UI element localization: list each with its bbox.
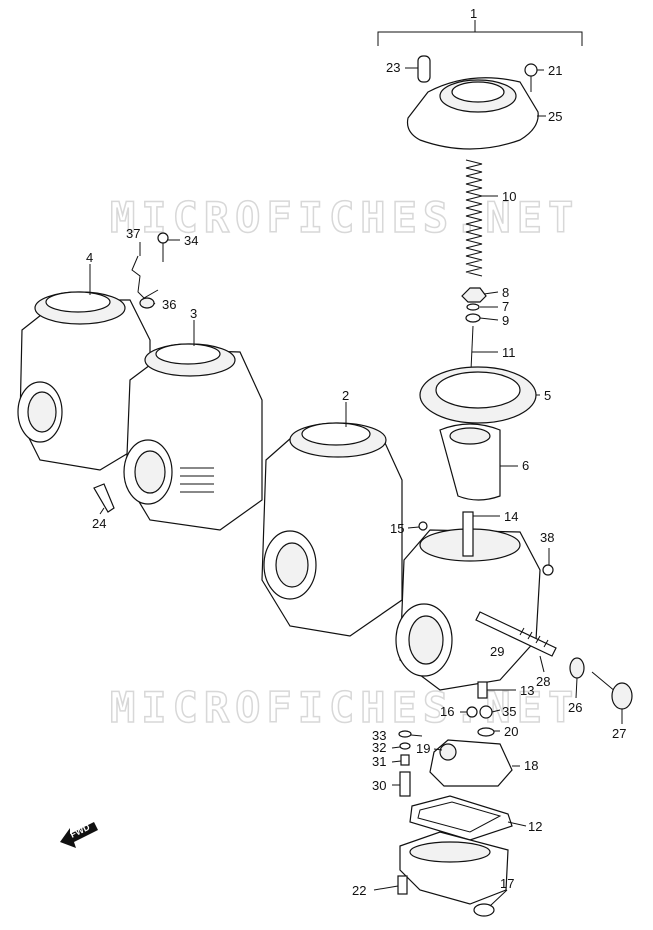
callout-18: 18 <box>524 758 538 773</box>
pilot-screw-30 <box>399 771 411 797</box>
washer-16 <box>466 706 478 718</box>
callout-25: 25 <box>548 109 562 124</box>
carburetor-1-body <box>395 528 541 691</box>
screw-15 <box>418 521 428 531</box>
fwd-arrow-icon: FWD <box>60 822 98 848</box>
float-18 <box>429 739 513 787</box>
bolt-38 <box>542 564 554 576</box>
callout-22: 22 <box>352 883 366 898</box>
carburetor-4 <box>17 291 151 471</box>
washer-32 <box>399 742 411 750</box>
callout-17: 17 <box>500 876 514 891</box>
screw-34 <box>157 232 169 262</box>
callout-36: 36 <box>162 297 176 312</box>
callout-35: 35 <box>502 704 516 719</box>
callout-4: 4 <box>86 250 93 265</box>
adjuster-knob-27 <box>591 671 633 710</box>
spring-31 <box>400 754 410 766</box>
washer-26 <box>569 657 585 679</box>
leader-lines <box>89 67 623 907</box>
carb-top-cap <box>406 77 539 150</box>
callout-37: 37 <box>126 226 140 241</box>
callout-21: 21 <box>548 63 562 78</box>
screw-22 <box>397 875 408 895</box>
callout-32: 32 <box>372 740 386 755</box>
callout-31: 31 <box>372 754 386 769</box>
callout-8: 8 <box>502 285 509 300</box>
callout-38: 38 <box>540 530 554 545</box>
callout-29: 29 <box>490 644 504 659</box>
callout-30: 30 <box>372 778 386 793</box>
callout-6: 6 <box>522 458 529 473</box>
callout-1: 1 <box>470 6 477 21</box>
float-chamber <box>399 831 509 905</box>
callout-7: 7 <box>502 299 509 314</box>
carburetor-2 <box>261 422 403 637</box>
callout-19: 19 <box>416 741 430 756</box>
callout-33: 33 <box>372 728 386 743</box>
needle-jet-14 <box>462 511 474 557</box>
callout-9: 9 <box>502 313 509 328</box>
callout-24: 24 <box>92 516 106 531</box>
piston-valve-6 <box>439 423 501 501</box>
callout-27: 27 <box>612 726 626 741</box>
assembly-bracket <box>377 20 583 46</box>
callout-2: 2 <box>342 388 349 403</box>
callout-5: 5 <box>544 388 551 403</box>
washer-9 <box>465 313 481 323</box>
washer-36 <box>139 297 155 309</box>
throttle-stop-screw-28 <box>475 611 557 657</box>
callout-13: 13 <box>520 683 534 698</box>
o-ring-35 <box>479 705 493 719</box>
callout-26: 26 <box>568 700 582 715</box>
callout-20: 20 <box>504 724 518 739</box>
callout-23: 23 <box>386 60 400 75</box>
pin-23 <box>417 55 431 83</box>
callout-11: 11 <box>502 345 516 360</box>
callout-16: 16 <box>440 704 454 719</box>
o-ring-33 <box>398 730 412 738</box>
spring-10 <box>465 159 483 277</box>
callout-labels: 1 2 3 4 5 6 7 8 9 10 11 12 13 14 15 16 1… <box>86 6 626 898</box>
screw-21 <box>524 63 538 92</box>
callout-3: 3 <box>190 306 197 321</box>
retainer-8 <box>461 287 487 303</box>
screw-24 <box>93 483 115 513</box>
callout-14: 14 <box>504 509 518 524</box>
diaphragm-5 <box>419 366 537 424</box>
gasket-12 <box>409 795 513 841</box>
o-ring-20 <box>477 727 495 737</box>
main-jet-13 <box>477 681 488 699</box>
drain-screw-17 <box>473 903 495 917</box>
washer-7 <box>466 303 480 311</box>
carburetor-3 <box>123 343 263 531</box>
watermark-top: MICROFICHES.NET <box>110 193 579 242</box>
watermark-bottom: MICROFICHES.NET <box>110 683 579 732</box>
callout-28: 28 <box>536 674 550 689</box>
callout-15: 15 <box>390 521 404 536</box>
callout-12: 12 <box>528 819 542 834</box>
callout-10: 10 <box>502 189 516 204</box>
bracket-37 <box>131 255 159 299</box>
callout-34: 34 <box>184 233 198 248</box>
